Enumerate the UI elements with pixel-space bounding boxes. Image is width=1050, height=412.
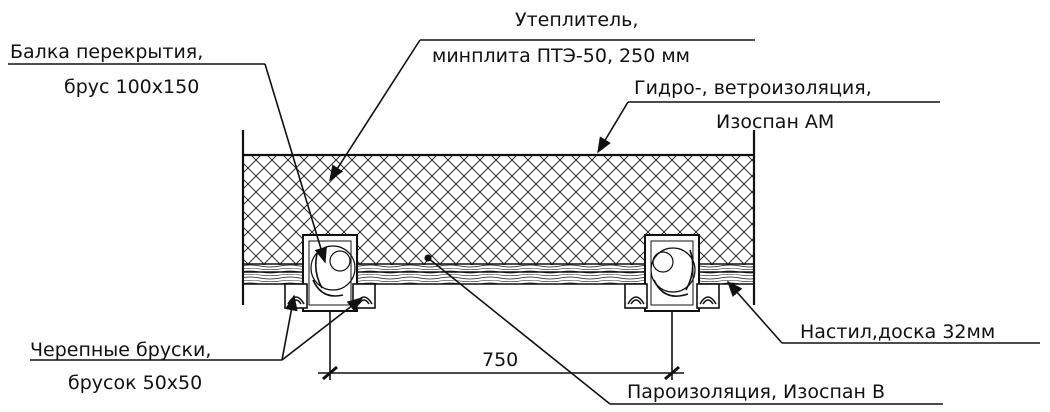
leader-vapor	[424, 254, 943, 405]
cranial-label-line2: брусок 50х50	[68, 372, 202, 394]
cranial-bar-left-b	[352, 283, 376, 309]
cranial-bar-right-a	[624, 283, 648, 309]
hydro-label-line1: Гидро-, ветроизоляция,	[634, 77, 872, 99]
insulation-label-line1: Утеплитель,	[515, 9, 638, 31]
hydro-label-line2: Изоспан АМ	[716, 111, 834, 133]
cranial-bar-right-b	[696, 283, 720, 309]
dimension-line	[318, 310, 684, 381]
beam-right	[644, 234, 700, 312]
beam-label-line1: Балка перекрытия,	[10, 41, 203, 63]
vapor-label: Пароизоляция, Изоспан В	[627, 381, 885, 403]
beam-label-line2: брус 100х150	[64, 76, 199, 98]
leader-decking	[726, 280, 1040, 344]
decking-label: Настил,доска 32мм	[800, 321, 995, 343]
leader-insulation	[329, 39, 755, 182]
insulation-label-line2: минплита ПТЭ-50, 250 мм	[432, 45, 690, 67]
cranial-bar-left-a	[284, 283, 308, 309]
beam-left	[302, 234, 358, 312]
leader-cranial	[30, 294, 364, 361]
leader-beam	[8, 63, 327, 264]
cranial-label-line1: Черепные бруски,	[30, 339, 211, 361]
dimension-label: 750	[482, 349, 518, 371]
leader-hydro	[597, 101, 940, 154]
